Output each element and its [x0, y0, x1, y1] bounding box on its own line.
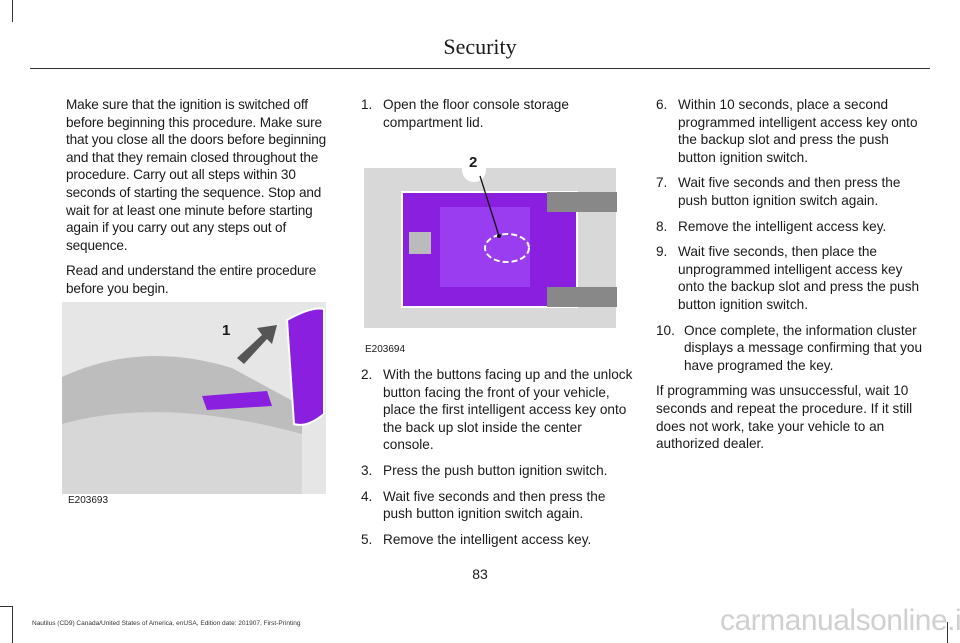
crop-mark-bottom-left-h: [0, 606, 12, 607]
page-number: 83: [472, 566, 488, 582]
figure-console-slot: 2 E203694: [362, 152, 634, 358]
step-text: Wait five seconds, then place the unprog…: [678, 244, 920, 312]
step-text: Press the push button ignition switch.: [383, 462, 608, 478]
column-1: Make sure that the ignition is switched …: [66, 96, 342, 306]
step-number: 1.: [361, 97, 373, 112]
figure-console-lid: 1 E203693: [62, 302, 326, 510]
step-text: Open the floor console storage compartme…: [383, 97, 569, 130]
step-2: 2. With the buttons facing up and the unl…: [361, 366, 633, 454]
step-text: Wait five seconds and then press the pus…: [678, 175, 901, 208]
step-number: 9.: [656, 244, 668, 260]
step-text: Wait five seconds and then press the pus…: [383, 488, 606, 522]
step-number: 8.: [656, 218, 668, 234]
step-1: 1. Open the floor console storage compart…: [361, 96, 633, 131]
step-text: Once complete, the information cluster d…: [684, 322, 923, 373]
console-slot-illustration: [364, 158, 617, 328]
edition-footer: Nautilus (CD9) Canada/United States of A…: [32, 620, 301, 627]
step-9: 9. Wait five seconds, then place the unpr…: [656, 243, 930, 313]
step-number: 4.: [361, 488, 373, 504]
step-10: 10. Once complete, the information cluste…: [656, 322, 930, 375]
step-number: 2.: [361, 367, 373, 382]
step-3: 3. Press the push button ignition switch.: [361, 462, 633, 480]
page-title: Security: [443, 34, 517, 59]
figure-caption: E203694: [365, 344, 406, 355]
step-number: 5.: [361, 531, 373, 547]
step-8: 8. Remove the intelligent access key.: [656, 218, 930, 236]
crop-mark-bottom-left: [12, 606, 13, 643]
unsuccessful-paragraph: If programming was unsuccessful, wait 10…: [656, 383, 913, 452]
step-number: 10.: [656, 322, 675, 338]
header-rule: [30, 68, 930, 69]
step-text: With the buttons facing up and the unloc…: [383, 367, 633, 453]
column-2-steps: 2. With the buttons facing up and the unl…: [361, 366, 633, 556]
crop-mark-top-left: [12, 0, 13, 22]
step-6: 6. Within 10 seconds, place a second prog…: [656, 96, 930, 166]
column-3: 6. Within 10 seconds, place a second prog…: [656, 96, 930, 461]
step-number: 7.: [656, 175, 668, 191]
step-text: Remove the intelligent access key.: [678, 218, 887, 234]
figure-caption: E203693: [68, 495, 109, 506]
watermark: carmanualsonline.info: [720, 604, 960, 637]
crop-mark-bottom-right: [947, 622, 948, 643]
step-text: Within 10 seconds, place a second progra…: [678, 97, 918, 165]
console-illustration: [62, 302, 326, 510]
callout-1: 1: [222, 322, 231, 339]
step-5: 5. Remove the intelligent access key.: [361, 531, 633, 549]
step-7: 7. Wait five seconds and then press the p…: [656, 174, 930, 209]
step-number: 6.: [656, 97, 668, 112]
column-2: 1. Open the floor console storage compart…: [361, 96, 633, 139]
intro-paragraph: Make sure that the ignition is switched …: [66, 97, 327, 253]
callout-2: 2: [469, 154, 478, 171]
step-4: 4. Wait five seconds and then press the p…: [361, 488, 633, 523]
step-text: Remove the intelligent access key.: [383, 531, 592, 547]
read-paragraph: Read and understand the entire procedure…: [66, 263, 317, 296]
step-number: 3.: [361, 462, 373, 478]
